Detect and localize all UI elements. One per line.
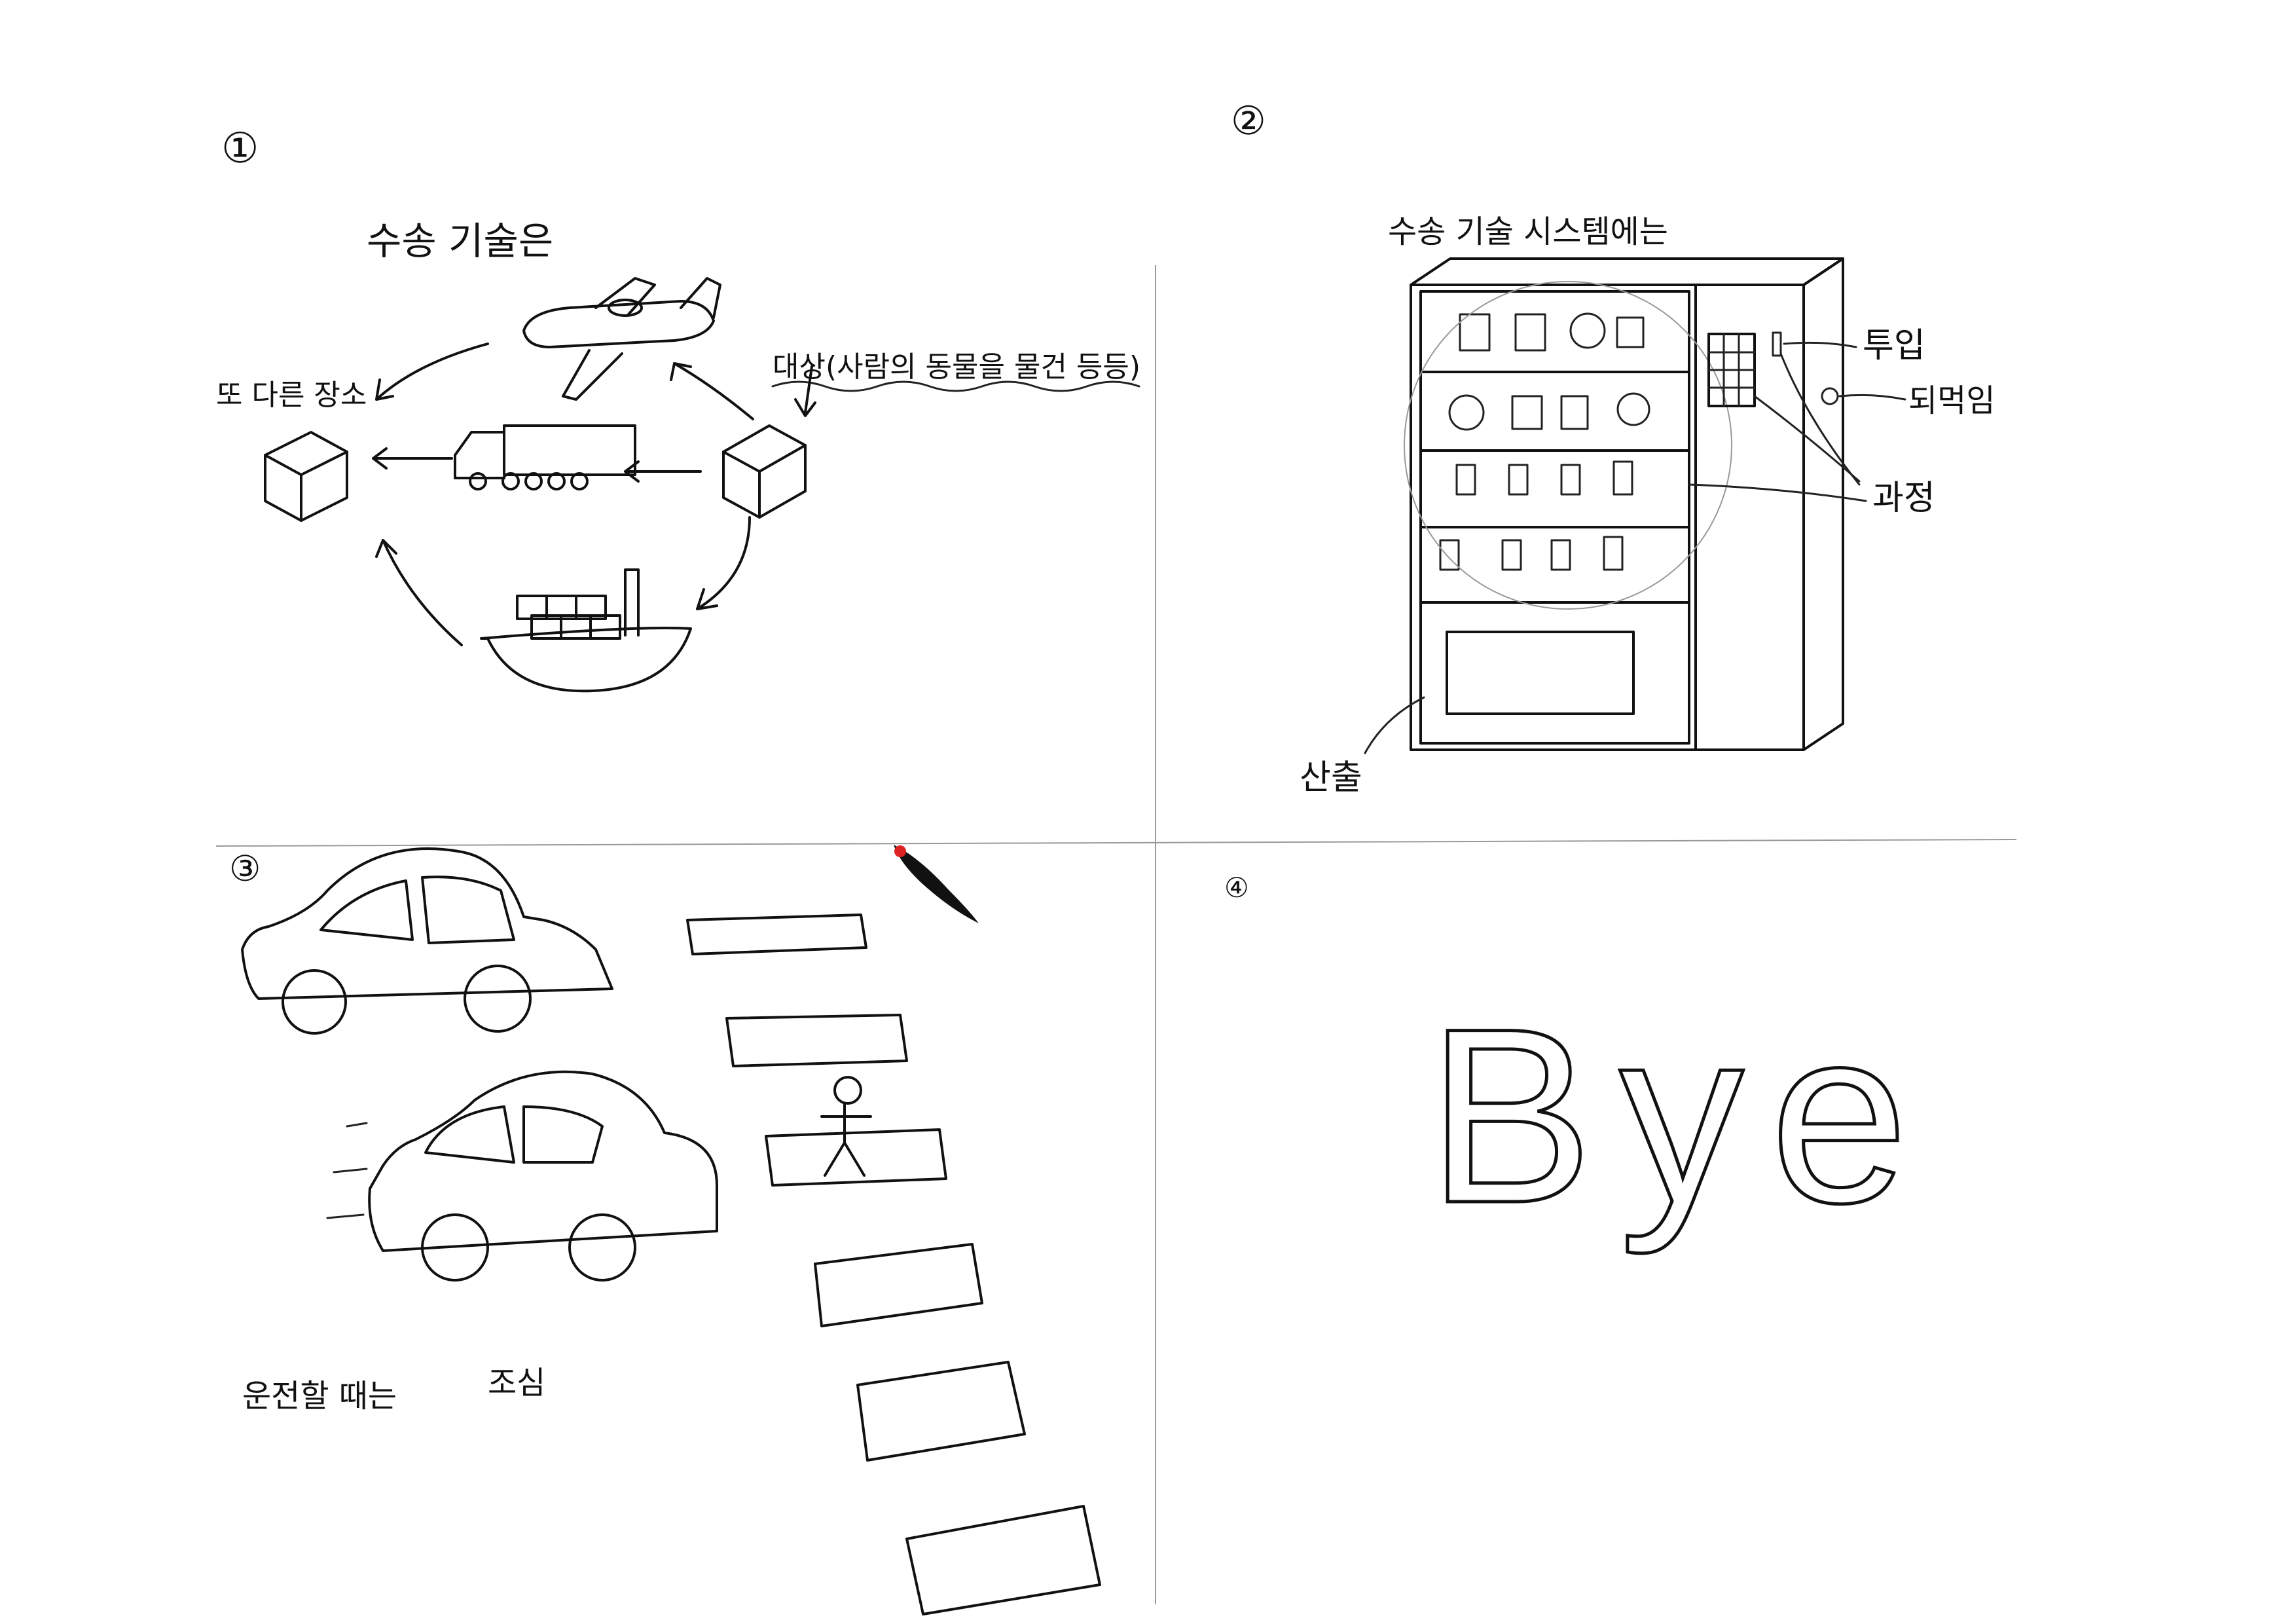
scribble-mark xyxy=(894,845,979,923)
caption-careful: 조심 xyxy=(488,1365,545,1401)
caption-drive: 운전할 때는 xyxy=(242,1378,397,1414)
pedestrian-icon xyxy=(820,1076,872,1177)
label-leader-lines xyxy=(1364,341,1906,754)
vending-machine-icon xyxy=(1404,257,1844,751)
panel-2-title: 수송 기술 시스템에는 xyxy=(1388,213,1668,250)
box-icon xyxy=(264,431,348,522)
other-place-label: 또 다른 장소 xyxy=(216,378,367,412)
panel-4: ④ Bye xyxy=(1224,872,1935,1258)
car-icon xyxy=(326,1070,718,1282)
target-underline xyxy=(771,380,1140,392)
truck-icon xyxy=(454,424,636,490)
target-label: 대상(사람의 동물을 물건 등등) xyxy=(773,350,1140,384)
panel-3: ③ xyxy=(229,845,1101,1615)
crosswalk-icon xyxy=(686,913,1101,1615)
car-icon xyxy=(241,847,613,1035)
panel-4-number: ④ xyxy=(1224,872,1249,904)
box-icon xyxy=(722,424,807,519)
quadrant-dividers xyxy=(215,265,2017,1604)
bye-text: Bye xyxy=(1427,976,1935,1256)
panel-1: ① 수송 기술은 또 다른 장소 대상(사람의 동물을 물건 등등) xyxy=(216,124,1140,693)
panel-1-number: ① xyxy=(221,124,259,173)
feedback-label: 되먹임 xyxy=(1908,382,1995,419)
ship-icon xyxy=(480,568,692,693)
panel-2-number: ② xyxy=(1231,98,1266,144)
panel-3-number: ③ xyxy=(229,848,261,889)
process-label: 과정 xyxy=(1872,479,1935,518)
output-label: 산출 xyxy=(1300,758,1362,798)
input-label: 투입 xyxy=(1863,326,1925,365)
panel-1-title: 수송 기술은 xyxy=(367,219,553,263)
panel-2: ② 수송 기술 시스템에는 xyxy=(1231,98,1995,798)
plane-icon xyxy=(522,277,721,401)
transport-cycle-arrows xyxy=(372,342,816,646)
